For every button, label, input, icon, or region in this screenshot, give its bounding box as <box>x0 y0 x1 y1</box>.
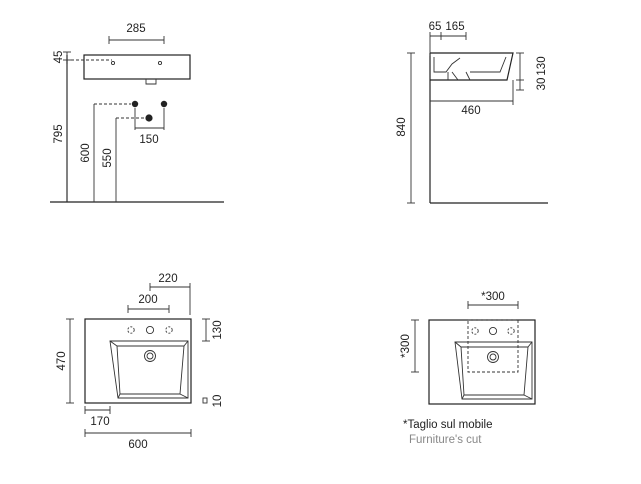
side-basin-outline <box>430 52 514 81</box>
top-drain-outer <box>144 350 156 362</box>
dim-130-label: 130 <box>536 56 548 75</box>
front-view: 285 45 795 600 550 150 <box>50 23 224 203</box>
cut-drain-outer <box>487 351 499 363</box>
dim-795-label: 795 <box>53 124 65 143</box>
top-bowl-outer <box>109 340 189 399</box>
cut-basin-outline <box>428 319 536 405</box>
side-basin-bowl <box>470 56 507 73</box>
top-tap-hole-left <box>127 326 135 334</box>
cut-tap-hole-left <box>471 327 479 335</box>
cut-tap-hole-right <box>507 327 515 335</box>
dim-150-label: 150 <box>139 134 158 146</box>
waste-point <box>145 114 153 122</box>
dim-10-label: 10 <box>212 395 224 408</box>
front-drain <box>145 79 157 85</box>
top-tap-hole-right <box>165 326 173 334</box>
cut-note-italian: *Taglio sul mobile <box>403 419 493 431</box>
top-view: 220 200 470 130 10 170 600 <box>56 273 224 451</box>
dim-30-label: 30 <box>536 78 548 91</box>
dim-200-label: 200 <box>138 294 157 306</box>
supply-point-left <box>131 100 139 108</box>
dim-300-horizontal-label: *300 <box>481 291 505 303</box>
cut-tap-hole-center <box>488 326 498 336</box>
dim-165-label: 165 <box>445 21 464 33</box>
cut-note-english: Furniture's cut <box>409 434 482 446</box>
dim-220-label: 220 <box>158 273 177 285</box>
front-tap-hole-left <box>110 60 116 66</box>
dim-65-label: 65 <box>429 21 442 33</box>
cut-bowl-outer <box>454 341 533 400</box>
side-view: 65 165 30 130 460 840 <box>396 21 548 204</box>
top-basin-outline <box>84 318 192 404</box>
dim-470-label: 470 <box>56 351 68 370</box>
dim-840-label: 840 <box>396 117 408 136</box>
side-drain <box>447 71 471 81</box>
dim-45-label: 45 <box>53 51 65 64</box>
top-tap-hole-center <box>145 325 155 335</box>
top-drain-inner <box>146 352 154 360</box>
dim-550-label: 550 <box>102 148 114 167</box>
dim-460-label: 460 <box>461 105 480 117</box>
front-basin-outline <box>83 54 191 80</box>
dim-130-top-label: 130 <box>212 320 224 339</box>
dim-600-top-label: 600 <box>128 439 147 451</box>
dim-285-label: 285 <box>126 23 145 35</box>
furniture-cut-outline <box>467 319 519 373</box>
dim-300-vertical-label: *300 <box>400 334 412 358</box>
side-basin-inner-left <box>433 57 461 73</box>
cut-drain-inner <box>489 353 497 361</box>
dim-170-label: 170 <box>90 416 109 428</box>
supply-point-right <box>160 100 168 108</box>
front-tap-hole-right <box>157 60 163 66</box>
cut-view: *300 *300 *Taglio sul mobile Furniture's… <box>400 291 536 446</box>
dim-600-label: 600 <box>80 143 92 162</box>
